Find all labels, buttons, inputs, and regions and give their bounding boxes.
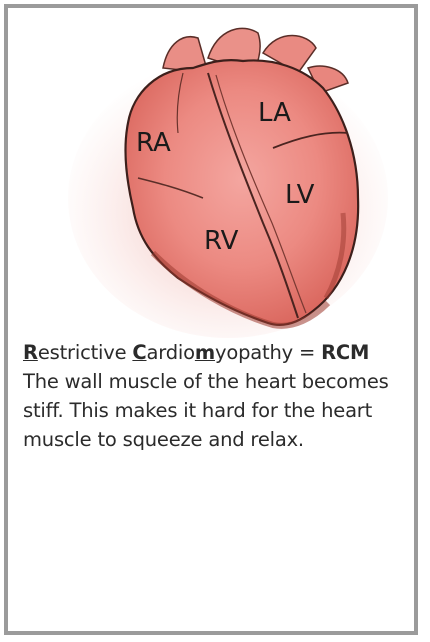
info-card: RA LA LV RV Restrictive Cardiomyopathy =…: [4, 4, 418, 635]
label-la: LA: [258, 98, 291, 128]
caption-title: Restrictive Cardiomyopathy = RCM: [23, 338, 418, 367]
title-m-rest: yopathy =: [215, 341, 321, 364]
title-m-letter: m: [195, 341, 215, 364]
title-c-letter: C: [132, 341, 146, 364]
caption: Restrictive Cardiomyopathy = RCM The wal…: [23, 338, 418, 454]
title-r-letter: R: [23, 341, 38, 364]
title-abbrev: RCM: [321, 341, 369, 364]
title-r-rest: estrictive: [38, 341, 133, 364]
label-lv: LV: [285, 180, 315, 210]
title-c-rest: ardio: [147, 341, 195, 364]
label-rv: RV: [204, 226, 239, 256]
heart-illustration: RA LA LV RV: [58, 13, 398, 338]
caption-description: The wall muscle of the heart becomes sti…: [23, 367, 418, 454]
label-ra: RA: [136, 128, 171, 158]
